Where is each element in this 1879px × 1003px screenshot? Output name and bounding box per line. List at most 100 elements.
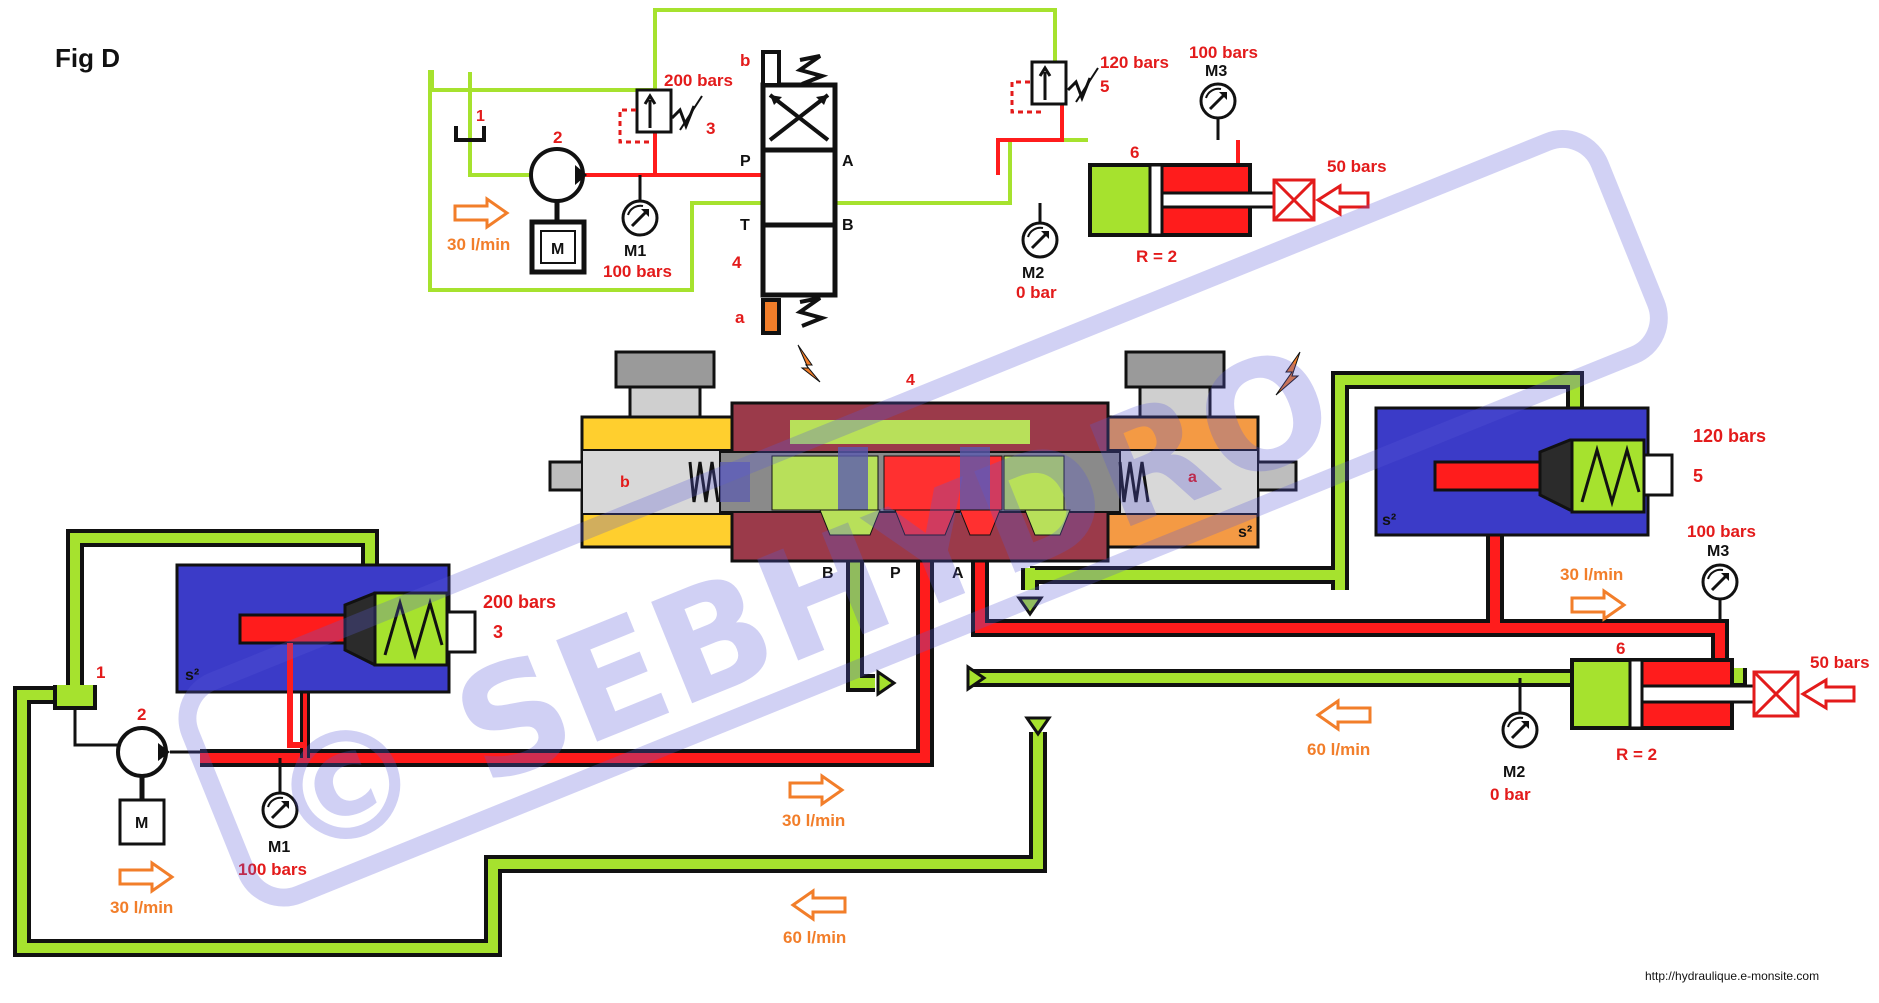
relief-200-pressure: 200 bars — [664, 71, 733, 90]
relief-valve-120-block — [1374, 406, 1674, 537]
gauge-m3-name: M3 — [1205, 63, 1227, 80]
load-icon — [1272, 178, 1370, 222]
load-pressure: 50 bars — [1327, 157, 1387, 176]
footer-url: http://hydraulique.e-monsite.com — [1645, 969, 1819, 983]
section-gauge-m2-name: M2 — [1503, 764, 1525, 781]
relief-200-number: 3 — [706, 119, 715, 138]
section-s2-left: s² — [1238, 524, 1252, 541]
flow-direction-arrow — [1024, 716, 1052, 737]
section-port-b: B — [822, 565, 834, 582]
section-gauge-m1-value: 100 bars — [238, 860, 307, 879]
flow-direction-arrow — [1016, 596, 1044, 617]
section-relief-120-pressure: 120 bars — [1693, 426, 1766, 446]
flow-label-cylinder-return: 60 l/min — [1307, 740, 1370, 759]
figure-title: Fig D — [55, 43, 120, 73]
valve-side-b: b — [740, 51, 750, 70]
symbolic-schematic: 1 2 M 30 l/min M1 100 bars 200 bar — [428, 8, 1387, 383]
pressure-gauge-icon — [1021, 221, 1059, 259]
section-valve-number: 4 — [906, 372, 915, 389]
tank-icon — [454, 110, 486, 142]
svg-text:M: M — [551, 241, 564, 258]
spool-valve — [548, 350, 1298, 563]
flow-arrow-icon — [118, 861, 174, 893]
spring-icon — [1118, 461, 1150, 503]
pressure-gauge-icon — [1501, 711, 1539, 749]
block-right-s2: s² — [1382, 512, 1396, 529]
section-relief-120-number: 5 — [1693, 466, 1703, 486]
section-relief-200-number: 3 — [493, 622, 503, 642]
valve-port-t: T — [740, 217, 750, 234]
spring-icon — [383, 597, 444, 661]
lightning-icon — [797, 344, 821, 383]
flow-arrow-icon — [791, 889, 847, 921]
flow-label-top: 30 l/min — [447, 235, 510, 254]
relief-valve-200-block — [175, 563, 477, 748]
section-cylinder-number: 6 — [1616, 639, 1625, 658]
cylinder-ratio: R = 2 — [1136, 247, 1177, 266]
flow-label-cylinder-in: 30 l/min — [1560, 565, 1623, 584]
solenoid-icon — [761, 298, 781, 335]
relief-valve-icon — [1010, 60, 1099, 114]
gauge-m1-value: 100 bars — [603, 262, 672, 281]
pressure-gauge-icon — [1199, 82, 1237, 120]
directional-valve — [760, 50, 838, 335]
relief-120-pressure: 120 bars — [1100, 53, 1169, 72]
tank-number: 1 — [476, 108, 485, 125]
gauge-m3-value: 100 bars — [1189, 43, 1258, 62]
tank-icon — [53, 685, 118, 747]
pump-number: 2 — [553, 128, 562, 147]
section-side-b: b — [620, 474, 630, 491]
flow-direction-arrow — [876, 669, 897, 697]
motor-icon: M — [529, 219, 587, 275]
valve-port-a: A — [842, 153, 854, 170]
section-port-p: P — [890, 565, 901, 582]
flow-arrow-icon — [453, 197, 509, 229]
flow-label-pump: 30 l/min — [110, 898, 173, 917]
relief-valve-icon — [618, 88, 703, 144]
spring-icon — [1580, 444, 1641, 508]
flow-arrow-icon — [1570, 589, 1626, 621]
flow-label-tank-return: 60 l/min — [783, 928, 846, 947]
section-side-a: a — [1188, 469, 1197, 486]
sectional-view: 4 b a s² B P A s² 200 bars 3 s² — [13, 350, 1870, 957]
relief-120-number: 5 — [1100, 77, 1109, 96]
spring-icon — [795, 54, 829, 86]
gauge-m2-name: M2 — [1022, 265, 1044, 282]
section-gauge-m3-value: 100 bars — [1687, 522, 1756, 541]
section-cylinder-ratio: R = 2 — [1616, 745, 1657, 764]
gauge-m1-name: M1 — [624, 243, 646, 260]
section-pump-number: 2 — [137, 705, 146, 724]
cylinder — [1570, 658, 1756, 730]
return-lines — [428, 8, 1088, 292]
spring-icon — [688, 461, 720, 503]
motor-icon: M — [118, 798, 166, 846]
block-left-s2: s² — [185, 667, 199, 684]
section-port-a: A — [952, 565, 964, 582]
load-icon — [1752, 670, 1856, 718]
valve-number: 4 — [732, 253, 742, 272]
flow-arrow-icon — [1316, 699, 1372, 731]
valve-side-a: a — [735, 308, 745, 327]
spring-icon — [795, 296, 829, 328]
cylinder-number: 6 — [1130, 143, 1139, 162]
lightning-icon — [1275, 351, 1301, 396]
section-tank-number: 1 — [96, 663, 105, 682]
valve-port-p: P — [740, 153, 751, 170]
gauge-m2-value: 0 bar — [1016, 283, 1057, 302]
flow-direction-arrow — [966, 664, 987, 692]
flow-label-pressure: 30 l/min — [782, 811, 845, 830]
pump-icon — [529, 147, 587, 222]
section-gauge-m1-name: M1 — [268, 839, 290, 856]
flow-arrow-icon — [788, 774, 844, 806]
section-gauge-m3-name: M3 — [1707, 543, 1729, 560]
pressure-gauge-icon — [1701, 563, 1739, 601]
svg-text:M: M — [135, 815, 148, 832]
cylinder — [1088, 163, 1276, 237]
pump-icon — [116, 726, 200, 800]
section-relief-200-pressure: 200 bars — [483, 592, 556, 612]
section-gauge-m2-value: 0 bar — [1490, 785, 1531, 804]
solenoid-icon — [761, 50, 781, 87]
pressure-gauge-icon — [621, 199, 659, 237]
section-load-pressure: 50 bars — [1810, 653, 1870, 672]
